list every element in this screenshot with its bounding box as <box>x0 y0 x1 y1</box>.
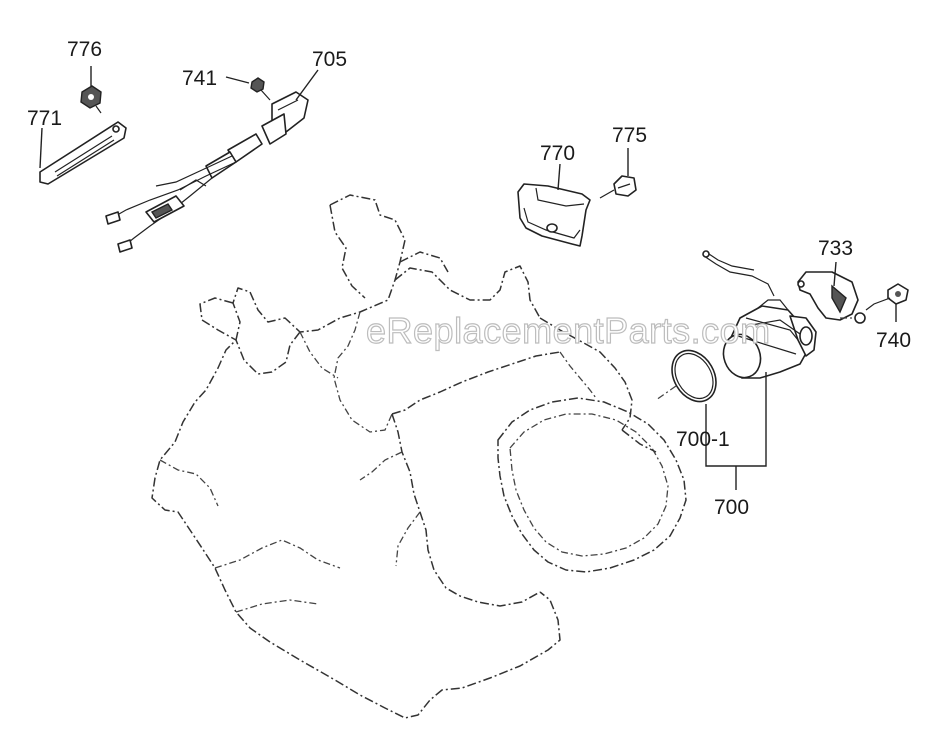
callout-776: 776 <box>67 38 102 61</box>
part-770-plate <box>517 183 591 247</box>
part-776-bolt <box>80 85 102 114</box>
callout-771: 771 <box>27 107 62 130</box>
callout-705: 705 <box>312 48 347 71</box>
callout-775: 775 <box>612 124 647 147</box>
part-741-screw <box>250 77 271 101</box>
watermark-text: eReplacementParts.com <box>366 310 771 351</box>
callout-700: 700 <box>714 496 749 519</box>
part-775-bolt <box>599 175 637 199</box>
leader-lines <box>39 66 897 490</box>
part-771-bracket <box>39 121 127 185</box>
part-733-cover <box>797 271 866 324</box>
callout-741: 741 <box>182 67 217 90</box>
callout-770: 770 <box>540 142 575 165</box>
part-705-harness <box>105 91 309 253</box>
part-740-bolt <box>865 283 909 311</box>
part-700-1-o-ring <box>655 349 717 403</box>
callout-733: 733 <box>818 237 853 260</box>
engine-outline <box>151 194 687 719</box>
part-700-starter-motor <box>702 250 817 379</box>
callout-740: 740 <box>876 329 911 352</box>
callout-700-1: 700-1 <box>676 428 730 451</box>
